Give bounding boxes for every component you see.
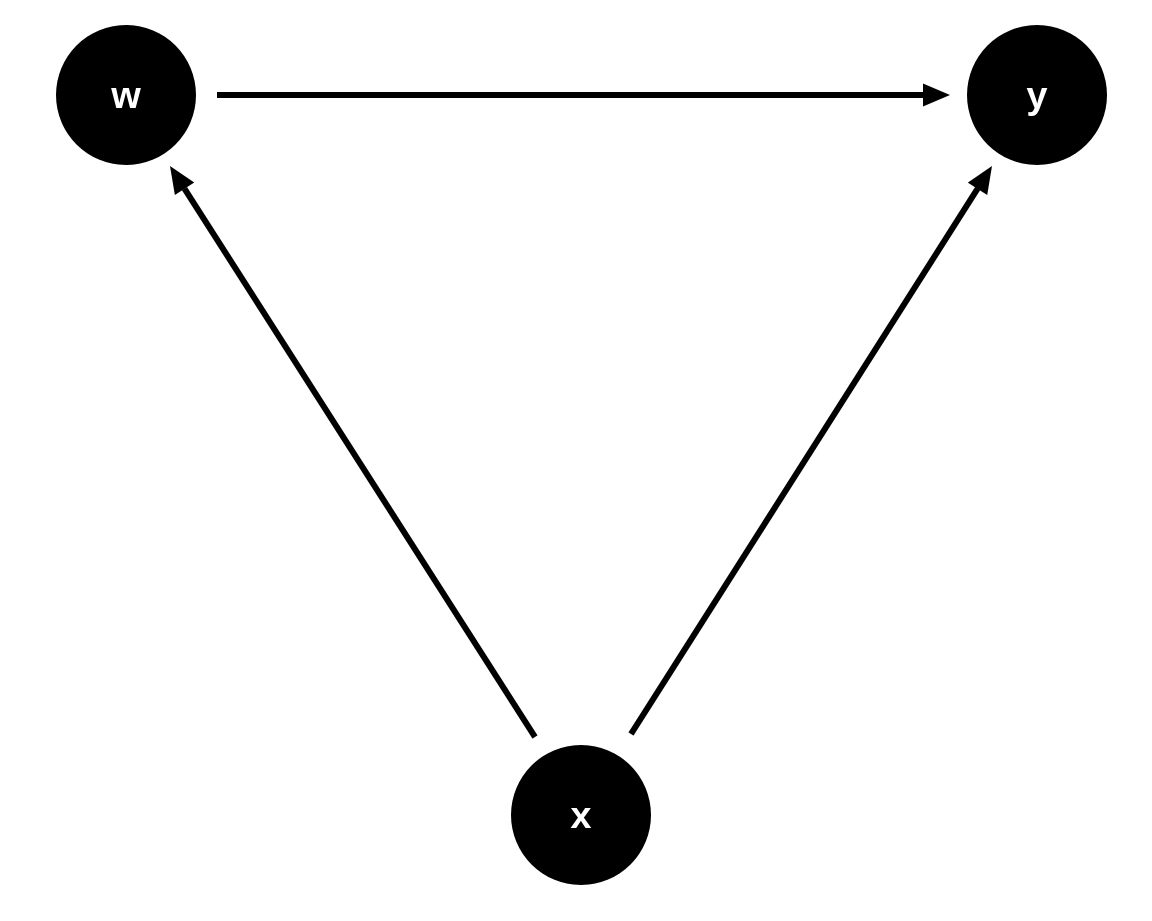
arrowhead-icon <box>170 166 195 195</box>
node-label: x <box>570 795 591 837</box>
edge-shaft <box>182 187 538 739</box>
graph-edge-x-to-w[interactable] <box>170 166 538 739</box>
graph-node-w[interactable]: w <box>56 25 196 165</box>
nodes-layer: w y x <box>56 25 1107 885</box>
node-circle <box>56 25 196 165</box>
node-label: y <box>1026 75 1047 117</box>
node-circle <box>967 25 1107 165</box>
arrowhead-icon <box>923 83 950 107</box>
arrowhead-icon <box>967 166 992 195</box>
graph-edge-w-to-y[interactable] <box>217 83 950 107</box>
edge-shaft <box>628 187 981 736</box>
edges-layer <box>170 83 992 739</box>
node-label: w <box>110 75 141 117</box>
graph-edge-x-to-y[interactable] <box>628 166 992 736</box>
graph-node-x[interactable]: x <box>511 745 651 885</box>
graph-node-y[interactable]: y <box>967 25 1107 165</box>
node-circle <box>511 745 651 885</box>
